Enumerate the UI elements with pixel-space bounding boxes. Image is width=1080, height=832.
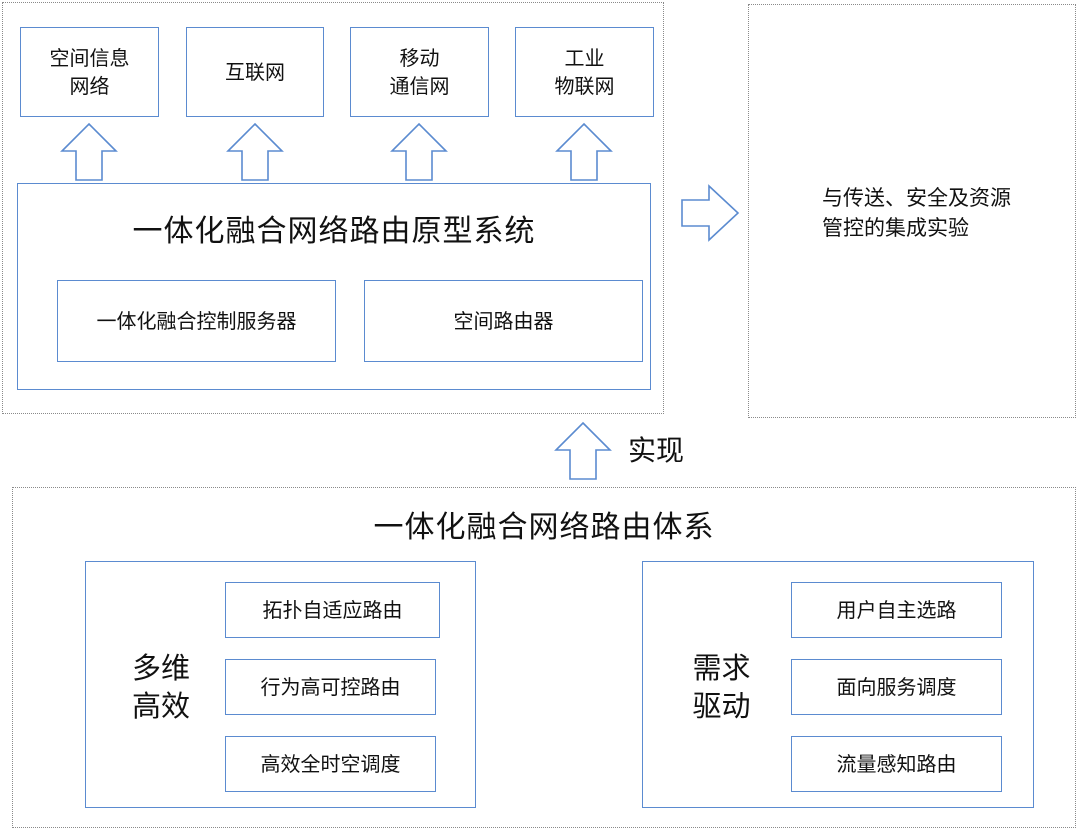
experiment-label: 与传送、安全及资源 管控的集成实验 <box>822 186 1011 240</box>
up-arrow-icon <box>60 122 118 181</box>
group-item-label: 拓扑自适应路由 <box>262 598 403 622</box>
group-item-label: 用户自主选路 <box>836 598 957 622</box>
network-box-mobile: 移动 通信网 <box>350 27 489 117</box>
group-item-box: 行为高可控路由 <box>225 659 436 715</box>
group-title: 多维 高效 <box>131 651 190 723</box>
routing-architecture-section <box>12 487 1076 828</box>
prototype-title: 一体化融合网络路由原型系统 <box>132 214 536 249</box>
group-item-box: 拓扑自适应路由 <box>225 582 440 638</box>
control-server-box: 一体化融合控制服务器 <box>57 280 336 362</box>
implement-label: 实现 <box>628 434 685 467</box>
group-item-label: 行为高可控路由 <box>260 675 401 699</box>
network-label: 工业 物联网 <box>554 46 615 98</box>
group-item-box: 高效全时空调度 <box>225 736 436 792</box>
group-item-label: 流量感知路由 <box>836 752 957 776</box>
component-label: 一体化融合控制服务器 <box>96 309 297 333</box>
up-arrow-icon <box>226 122 284 181</box>
space-router-box: 空间路由器 <box>364 280 643 362</box>
network-label: 互联网 <box>225 60 285 84</box>
network-box-internet: 互联网 <box>186 27 324 117</box>
prototype-section <box>2 2 664 414</box>
implement-up-arrow-icon <box>554 421 612 480</box>
routing-architecture-title: 一体化融合网络路由体系 <box>373 510 715 545</box>
group-item-label: 面向服务调度 <box>836 675 957 699</box>
network-label: 移动 通信网 <box>389 46 450 98</box>
up-arrow-icon <box>555 122 613 181</box>
right-arrow-icon <box>681 184 740 242</box>
group-item-label: 高效全时空调度 <box>260 752 401 776</box>
network-label: 空间信息 网络 <box>49 46 130 98</box>
network-box-space-info: 空间信息 网络 <box>20 27 159 117</box>
component-label: 空间路由器 <box>453 309 554 333</box>
group-item-box: 用户自主选路 <box>791 582 1002 638</box>
network-box-industrial-iot: 工业 物联网 <box>515 27 654 117</box>
group-title: 需求 驱动 <box>692 651 751 723</box>
group-item-box: 面向服务调度 <box>791 659 1002 715</box>
up-arrow-icon <box>390 122 448 181</box>
experiment-box <box>748 4 1076 418</box>
group-item-box: 流量感知路由 <box>791 736 1002 792</box>
